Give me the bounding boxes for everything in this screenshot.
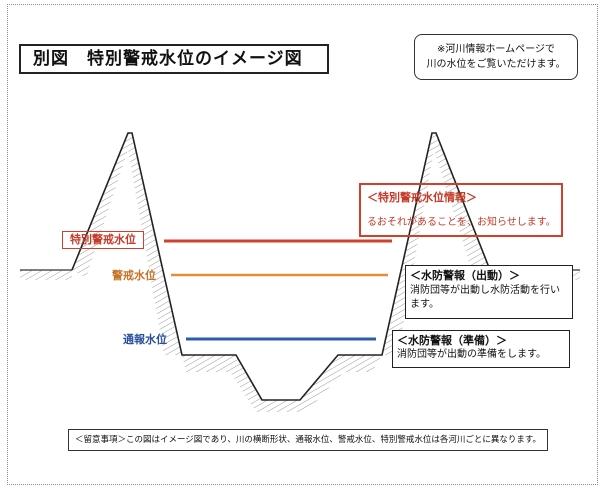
prep-box-body: 消防団等が出動の準備をします。 [397,349,546,360]
report-level-label: 通報水位 [123,333,167,346]
cross-section-outline [71,132,491,401]
alert-box-heading: ＜水防警報（出動）＞ [410,269,520,282]
prep-box-heading: ＜水防警報（準備）＞ [397,334,507,347]
alert-box-body: 消防団等が出動し水防活動を行います。 [410,285,560,310]
warning-level-label: 警戒水位 [112,269,156,282]
left-ground [20,270,72,280]
info-box-body: るおそれがあることを、お知らせします。 [367,217,556,228]
special-level-info-box: ＜特別警戒水位情報＞ るおそれがあることを、お知らせします。 [359,183,563,237]
left-embankment [72,133,182,355]
flood-alert-dispatch-box: ＜水防警報（出動）＞ 消防団等が出動し水防活動を行います。 [405,265,573,319]
page-title: 別図 特別警戒水位のイメージ図 [19,44,329,74]
note-line-1: ※河川情報ホームページで [437,44,555,55]
page-frame [7,4,598,485]
flood-alert-prep-box: ＜水防警報（準備）＞ 消防団等が出動の準備をします。 [392,330,570,368]
riverbed [182,355,382,412]
right-embankment [382,133,490,355]
footer-note: ＜留意事項＞この図はイメージ図であり、川の横断形状、通報水位、警戒水位、特別警戒… [68,429,548,451]
river-info-note: ※河川情報ホームページで 川の水位をご覧いただけます。 [414,34,578,80]
info-box-heading: ＜特別警戒水位情報＞ [367,191,477,204]
special-level-label: 特別警戒水位 [62,231,144,249]
note-line-2: 川の水位をご覧いただけます。 [426,59,566,70]
